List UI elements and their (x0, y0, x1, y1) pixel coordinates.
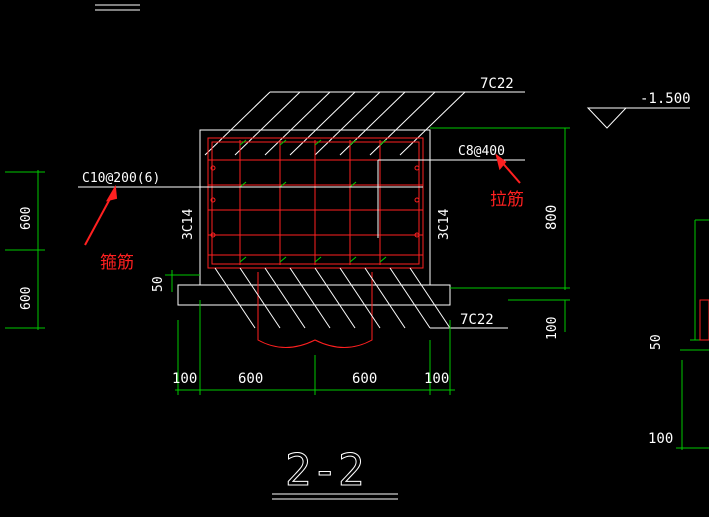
bottom-dim-1: 100 (172, 371, 197, 387)
tie-rebar-label: C8@400 (458, 144, 505, 159)
side-right-label: 3C14 (437, 209, 452, 240)
elevation-label: -1.500 (640, 91, 691, 107)
right-fragment-red (699, 299, 709, 341)
stirrup-annotation: 箍筋 (100, 253, 134, 273)
tie-marks (239, 139, 387, 263)
bottom-rebar-label: 7C22 (460, 312, 494, 328)
height-label: 800 (544, 205, 560, 230)
dimension-lines (5, 127, 709, 450)
side-left-label: 3C14 (181, 209, 196, 240)
left-dim-1: 600 (19, 207, 34, 230)
right-fragment-cushion: 50 (649, 334, 664, 350)
bottom-dim-3: 600 (352, 371, 377, 387)
rebar-cage (207, 137, 424, 348)
tie-annotation: 拉筋 (490, 190, 524, 210)
stirrup-label: C10@200(6) (82, 171, 160, 186)
title-underline (272, 493, 398, 500)
cushion-label: 50 (151, 276, 166, 292)
bottom-dim-2: 600 (238, 371, 263, 387)
section-outline (177, 129, 451, 306)
bottom-height-label: 100 (545, 317, 560, 340)
title-block-fragment (95, 4, 140, 11)
annotation-arrows (84, 153, 521, 246)
top-hatch (204, 91, 525, 156)
top-rebar-label: 7C22 (480, 76, 514, 92)
right-fragment-dim: 100 (648, 431, 673, 447)
bottom-dim-4: 100 (424, 371, 449, 387)
bottom-hatch (214, 267, 508, 329)
elevation-marker (586, 107, 690, 129)
left-dim-2: 600 (19, 287, 34, 310)
section-title: 2-2 (285, 445, 364, 496)
